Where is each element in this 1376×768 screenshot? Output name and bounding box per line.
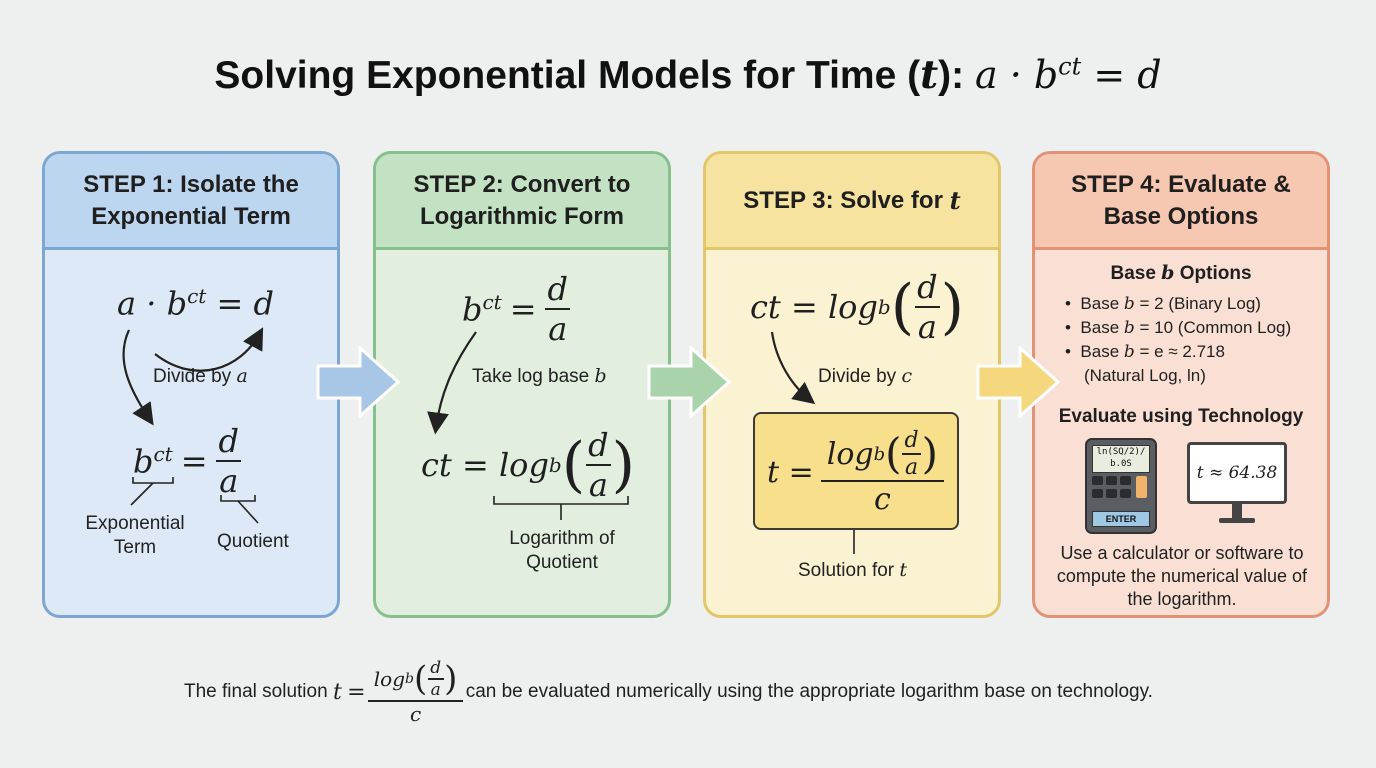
step-2-heading: STEP 2: Convert to Logarithmic Form [376,154,668,250]
curved-arrow-down [427,331,477,435]
step-2-panel: STEP 2: Convert to Logarithmic Form bct … [373,151,671,618]
bracket-quotient [220,495,259,524]
step-1-heading: STEP 1: Isolate the Exponential Term [45,154,337,250]
bracket-logarithm [493,496,629,520]
step-4-heading: STEP 4: Evaluate & Base Options [1035,154,1327,250]
step-3-arrows [770,331,855,554]
label-exponential-term: Exponential Term [85,513,185,558]
step-1-arrow-label: Divide by a [153,365,248,387]
step-2-arrow-label: Take log base b [472,365,607,387]
step-4-body: Base b Options • Base b = 2 (Binary Log)… [1035,250,1327,615]
page-title: Solving Exponential Models for Time (t):… [0,52,1376,98]
step-1-arrows [122,327,264,524]
arrow-step-2-to-3 [647,346,731,418]
arrow-step-1-to-2 [316,346,400,418]
label-quotient: Quotient [217,531,289,552]
option-natural-cont: (Natural Log, ln) [1084,366,1206,385]
curved-arrow-down [770,331,816,405]
step-2-arrows [427,331,629,520]
tech-description: Use a calculator or software to compute … [1056,543,1308,609]
tech-title: Evaluate using Technology [1058,406,1304,427]
step-3-heading: STEP 3: Solve for t [706,154,998,250]
monitor-icon: t ≈ 64.38 [1187,442,1287,504]
label-logarithm-of-quotient: Logarithm of Quotient [509,528,615,573]
calculator-icon: ln(SQ/2)/b.0S ENTER [1085,438,1157,534]
option-natural: • Base b = e ≈ 2.718 [1065,342,1225,362]
title-close: ): [938,54,965,97]
curved-arrow-down [122,329,154,426]
title-text: Solving Exponential Models for Time ( [214,54,921,97]
step-1-equation-top: a · bct = d [117,284,274,323]
option-common: • Base b = 10 (Common Log) [1065,318,1292,338]
step-3-arrow-label: Divide by c [818,365,913,387]
title-equation: a · bct = d [974,52,1162,97]
base-options-title: Base b Options [1110,262,1252,284]
bracket-exponential [130,477,174,506]
step-1-panel: STEP 1: Isolate the Exponential Term a ·… [42,151,340,618]
step-4-panel: STEP 4: Evaluate & Base Options Base b O… [1032,151,1330,618]
monitor-stand-icon [1219,504,1255,523]
arrow-step-3-to-4 [976,346,1060,418]
label-solution-for-t: Solution for t [798,559,908,581]
curved-arrow-right [154,327,264,372]
title-var: t [920,52,939,98]
base-options-list: • Base b = 2 (Binary Log) • Base b = 10 … [1065,292,1291,387]
option-binary: • Base b = 2 (Binary Log) [1065,294,1261,314]
